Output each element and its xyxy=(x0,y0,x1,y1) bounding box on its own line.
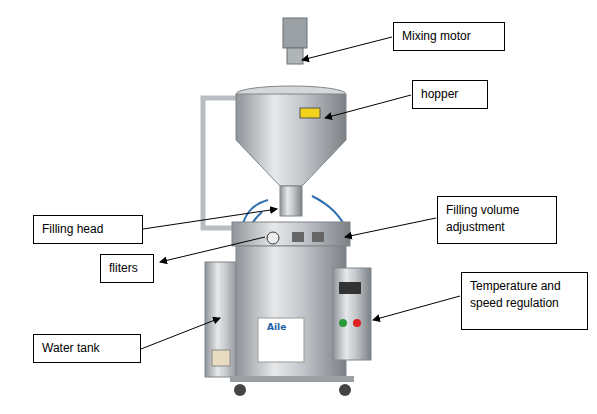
callout-text: Temperature and speed regulation xyxy=(470,278,579,313)
brand-label: Aile xyxy=(267,322,286,332)
callout-text: hopper xyxy=(421,86,479,103)
callout-text: Mixing motor xyxy=(402,28,496,45)
callout-box: Temperature and speed regulation xyxy=(461,272,588,330)
callout-box: Water tank xyxy=(33,334,141,363)
callout-text: fliters xyxy=(109,260,145,277)
callout-text: Water tank xyxy=(42,340,132,357)
callout-text: Filling head xyxy=(42,221,134,238)
callout-box: fliters xyxy=(100,254,154,283)
callout-box: Mixing motor xyxy=(393,22,505,51)
callout-box: hopper xyxy=(412,80,488,109)
callout-box: Filling head xyxy=(33,215,143,244)
callout-box: Filling volume adjustment xyxy=(437,196,557,244)
callout-text: Filling volume adjustment xyxy=(446,202,548,237)
